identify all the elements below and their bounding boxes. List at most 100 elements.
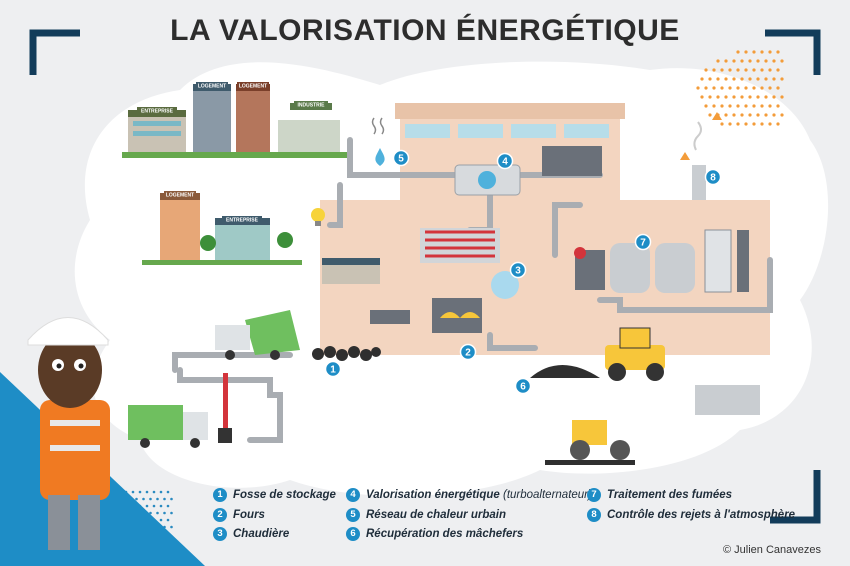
marker-number: 3 [515,266,521,277]
dot [764,95,768,99]
building-tags: ENTREPRISE LOGEMENT LOGEMENT INDUSTRIE L… [137,82,328,224]
turbine-unit [454,164,521,196]
dot [152,504,156,508]
dot [716,59,720,63]
dot [142,497,145,501]
marker-circle [496,152,514,170]
dot [740,59,744,63]
dot [728,122,732,126]
dot [696,86,700,90]
legend-number: 8 [587,508,601,522]
legend-number: 6 [346,527,360,541]
concrete-block [695,385,760,415]
tag-entreprise-top: ENTREPRISE [141,109,174,115]
dot [752,86,756,90]
dot [708,95,712,99]
dot [724,59,728,63]
marker-number: 7 [640,238,646,249]
dot [756,59,760,63]
dot [752,50,756,54]
legend-label: Fours [233,509,265,521]
corner-brackets [29,29,821,524]
legend-number: 4 [346,488,360,502]
dot [756,77,760,81]
marker-circle [704,168,722,186]
dot [159,490,163,494]
dot [131,490,135,494]
dot [145,490,149,494]
collection-truck-icon [128,405,208,448]
dot [748,59,752,63]
legend-label: Récupération des mâchefers [366,528,524,540]
dot [704,104,708,108]
legend-sublabel: (turboalternateur) [502,489,592,501]
dot [712,68,716,72]
dot [744,122,748,126]
dot [748,77,752,81]
dot [736,86,740,90]
dot [149,497,152,501]
dot [764,113,768,117]
dot [712,86,716,90]
dot [744,50,748,54]
dot [756,95,760,99]
legend-label: Fosse de stockage [233,489,336,501]
tag-entreprise-mid: ENTREPRISE [226,218,259,224]
legend-number: 1 [213,488,227,502]
dot [780,59,784,63]
tag-logement-2: LOGEMENT [239,84,267,90]
dot [760,50,764,54]
dot [716,77,720,81]
dot [166,504,170,508]
dot [145,504,149,508]
marker-number: 8 [710,173,716,184]
dot [776,122,780,126]
dot [768,104,772,108]
page-title: LA VALORISATION ÉNERGÉTIQUE [170,14,680,47]
dot [768,86,772,90]
legend-label: Traitement des fumées [607,489,733,501]
step-marker-4: 4 [496,152,514,170]
dot [138,490,142,494]
dot [736,50,740,54]
dot [736,68,740,72]
marker-circle [324,360,342,378]
dot [768,68,772,72]
dot [704,68,708,72]
dot [740,113,744,117]
chimney [680,112,722,200]
dot [724,95,728,99]
dot [768,122,772,126]
dot [756,113,760,117]
dot [764,77,768,81]
marker-circle [459,343,477,361]
bulldozer-icon [605,327,665,381]
dot [720,86,724,90]
smoke-treatment [574,229,749,293]
heat-exchanger [542,146,602,176]
dot [732,77,736,81]
dot [772,59,776,63]
dot [760,104,764,108]
dot [170,525,173,529]
dot [724,113,728,117]
plant-building [320,103,770,355]
dot [716,95,720,99]
dot [776,86,780,90]
dot [764,59,768,63]
dot [724,77,728,81]
legend-item-1: 1 Fosse de stockage [213,488,336,502]
dot [752,104,756,108]
marker-number: 1 [330,365,336,376]
dot [736,104,740,108]
marker-circle [634,233,652,251]
dot [772,95,776,99]
dot [776,104,780,108]
